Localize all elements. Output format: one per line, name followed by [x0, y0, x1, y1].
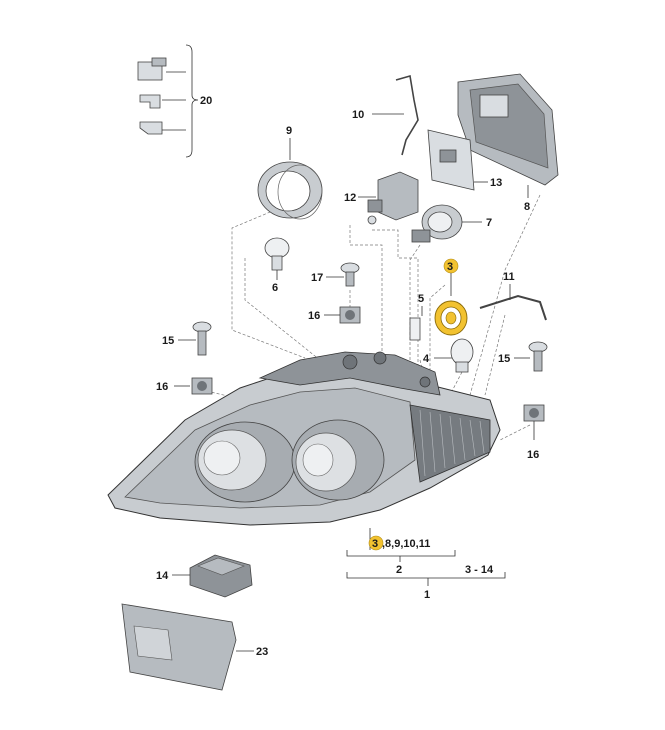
label-part-12: 12 [344, 192, 356, 204]
bracket-set-part-20 [137, 44, 199, 158]
control-board-part-13 [427, 129, 488, 191]
trim-strip-part-11 [479, 284, 547, 321]
clip-nut-part-16-center [324, 306, 361, 324]
label-part-1: 1 [424, 589, 430, 601]
small-bulb-part-5 [409, 306, 423, 341]
control-module-part-14 [172, 554, 253, 598]
label-part-8: 8 [524, 201, 530, 213]
headlight-housing [107, 351, 501, 526]
bulb-socket-part-3 [434, 258, 468, 336]
assembly-group-bracket [346, 528, 506, 586]
clip-nut-part-16-left [174, 377, 213, 395]
label-part-13: 13 [490, 177, 502, 189]
label-group-part-3: 3 [372, 538, 378, 550]
wire-clip-part-10 [372, 74, 419, 156]
label-part-2: 2 [396, 564, 402, 576]
label-part-6: 6 [272, 282, 278, 294]
label-part-14: 14 [156, 570, 169, 582]
label-part-4: 4 [423, 353, 430, 365]
assembly-guide-lines [201, 194, 541, 441]
label-part-17: 17 [311, 272, 323, 284]
lamp-ring-part-9 [257, 138, 323, 220]
label-range-3-14: 3 - 14 [465, 564, 494, 576]
indicator-bulb-part-4 [434, 338, 474, 373]
group-part-3-highlight-marker [368, 535, 384, 551]
label-part-16-center: 16 [308, 310, 320, 322]
housing-cover-part-8 [457, 73, 559, 198]
screw-part-17 [326, 262, 360, 287]
label-part-20: 20 [200, 95, 212, 107]
label-part-16-right: 16 [527, 449, 539, 461]
main-bulb-part-7 [411, 204, 482, 243]
bulb-part-6 [264, 237, 290, 280]
screw-part-15-right [514, 341, 548, 372]
clip-nut-part-16-right [523, 404, 545, 440]
label-part-11: 11 [503, 271, 515, 283]
label-part-3: 3 [447, 261, 453, 273]
label-group-rest: ,8,9,10,11 [382, 538, 430, 550]
label-part-15-right: 15 [498, 353, 510, 365]
label-part-15-left: 15 [162, 335, 174, 347]
screw-part-15-left [178, 321, 212, 356]
protective-film-part-23 [121, 603, 254, 691]
label-part-5: 5 [418, 293, 424, 305]
adjuster-motor-part-12 [358, 171, 419, 225]
label-part-10: 10 [352, 109, 364, 121]
label-part-7: 7 [486, 217, 492, 229]
label-part-16-left: 16 [156, 381, 168, 393]
label-part-9: 9 [286, 125, 292, 137]
label-part-23: 23 [256, 646, 268, 658]
